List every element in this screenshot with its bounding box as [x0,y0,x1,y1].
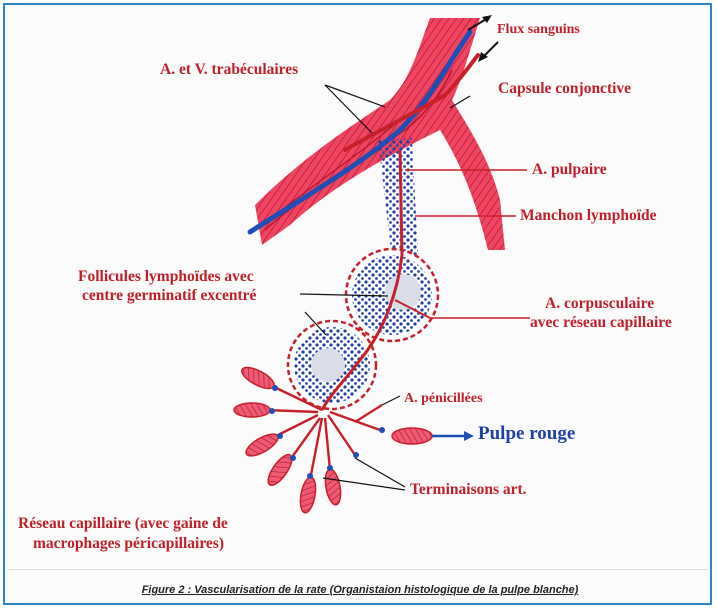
label-follicules-line1: Follicules lymphoïdes avec [78,267,254,286]
label-reseau-capillaire-line2: macrophages péricapillaires) [33,534,224,553]
label-a-corpusculaire-line2: avec réseau capillaire [530,313,672,332]
figure-caption: Figure 2 : Vascularisation de la rate (O… [100,584,620,596]
label-terminaisons-art: Terminaisons art. [410,480,527,499]
label-av-trabeculaires: A. et V. trabéculaires [160,60,298,79]
label-pulpe-rouge: Pulpe rouge [478,424,575,443]
label-a-pulpaire: A. pulpaire [532,160,607,179]
label-a-penicillees: A. pénicillées [404,389,483,408]
label-a-corpusculaire-line1: A. corpusculaire [545,294,654,313]
label-capsule-conjonctive: Capsule conjonctive [498,79,631,98]
label-manchon-lymphoide: Manchon lymphoïde [520,206,657,225]
label-flux-sanguins: Flux sanguins [497,20,580,39]
label-reseau-capillaire-line1: Réseau capillaire (avec gaine de [18,514,228,533]
lymphoid-sheath [378,138,418,258]
caption-separator [8,569,708,570]
label-follicules-line2: centre germinatif excentré [82,286,256,305]
trabecula [255,18,505,250]
